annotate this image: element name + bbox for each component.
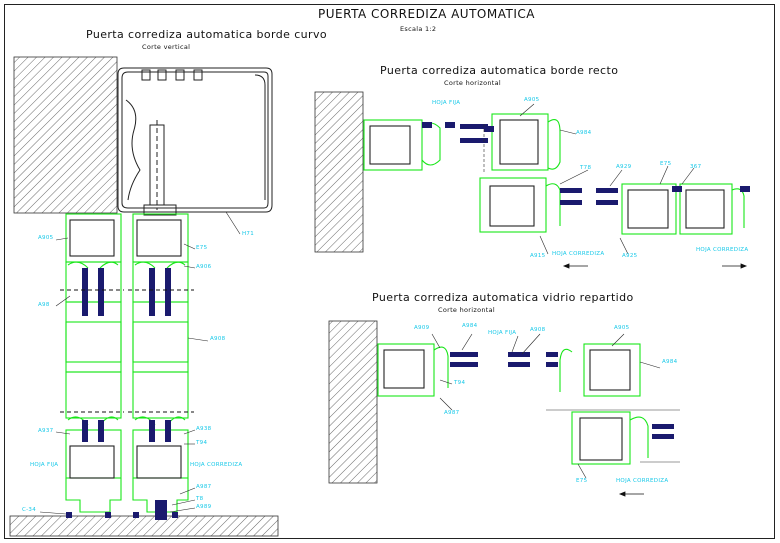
label-a905-recto: A905	[524, 97, 540, 103]
label-a908-left: A908	[210, 336, 226, 342]
dim-lines-repartido	[546, 409, 680, 463]
vertical-profile-right	[132, 213, 189, 513]
label-a989: A989	[196, 504, 212, 510]
label-a987-left: A987	[196, 484, 212, 490]
section-title-recto: Puerta corrediza automatica borde recto	[380, 64, 619, 77]
wall-hatch-top-right	[314, 91, 364, 253]
horizontal-profiles-repartido	[377, 343, 649, 465]
vertical-profile-left	[65, 213, 122, 513]
label-e75-recto: E75	[660, 161, 672, 167]
label-a929: A929	[616, 164, 632, 170]
wall-hatch-bottom-right	[328, 320, 378, 484]
label-a984-rep-1: A984	[462, 323, 478, 329]
leaders-left	[39, 211, 241, 515]
label-e75-rep: E75	[576, 478, 588, 484]
glass-repartido	[450, 352, 674, 439]
section-subtitle-curvo: Corte vertical	[142, 43, 191, 51]
label-h71: H71	[242, 231, 255, 237]
label-t94-rep: T94	[454, 380, 466, 386]
label-a905-rep: A905	[614, 325, 630, 331]
section-subtitle-recto: Corte horizontal	[444, 79, 502, 87]
label-a906: A906	[196, 264, 212, 270]
label-a905-left: A905	[38, 235, 54, 241]
glass-vertical	[66, 268, 178, 520]
label-a908-rep: A908	[530, 327, 546, 333]
direction-arrow-repartido	[618, 491, 644, 497]
sheet-title: PUERTA CORREDIZA AUTOMATICA	[318, 7, 535, 21]
label-a937: A937	[38, 428, 54, 434]
label-hoja-corrediza-left: HOJA CORREDIZA	[190, 462, 243, 468]
label-hoja-fija-recto: HOJA FIJA	[432, 100, 461, 106]
horizontal-profiles-recto	[363, 113, 745, 235]
leaders-recto	[483, 103, 695, 255]
label-a925: A925	[622, 253, 638, 259]
label-hoja-fija-left: HOJA FIJA	[30, 462, 59, 468]
sheet-border	[4, 4, 775, 539]
label-hoja-corrediza-rep: HOJA CORREDIZA	[616, 478, 669, 484]
label-t78: T78	[580, 165, 592, 171]
header-box-profile	[117, 67, 273, 216]
leaders-repartido	[431, 333, 661, 479]
label-t94-left: T94	[196, 440, 208, 446]
section-subtitle-repartido: Corte horizontal	[438, 306, 496, 314]
section-title-curvo: Puerta corrediza automatica borde curvo	[86, 28, 327, 41]
label-a984-rep-2: A984	[662, 359, 678, 365]
wall-hatch-left	[13, 56, 118, 214]
label-367: 367	[690, 164, 702, 170]
label-a915: A915	[530, 253, 546, 259]
label-c34: C-34	[22, 507, 37, 513]
floor-hatch	[9, 515, 279, 537]
label-hoja-fija-rep: HOJA FIJA	[488, 330, 517, 336]
label-a938: A938	[196, 426, 212, 432]
section-title-repartido: Puerta corrediza automatica vidrio repar…	[372, 291, 634, 304]
label-a987-rep: A987	[444, 410, 460, 416]
glass-recto	[422, 122, 750, 205]
label-e75-left: E75	[196, 245, 208, 251]
label-hoja-corrediza-recto-2: HOJA CORREDIZA	[696, 247, 749, 253]
label-a909: A909	[414, 325, 430, 331]
label-hoja-corrediza-recto-1: HOJA CORREDIZA	[552, 251, 605, 257]
label-t8: T8	[196, 496, 204, 502]
section-breaks-vertical	[60, 289, 194, 413]
direction-arrows-recto	[562, 263, 748, 269]
scale-label: Escala 1:2	[400, 25, 437, 33]
label-a984-recto: A984	[576, 130, 592, 136]
label-a98: A98	[38, 302, 50, 308]
